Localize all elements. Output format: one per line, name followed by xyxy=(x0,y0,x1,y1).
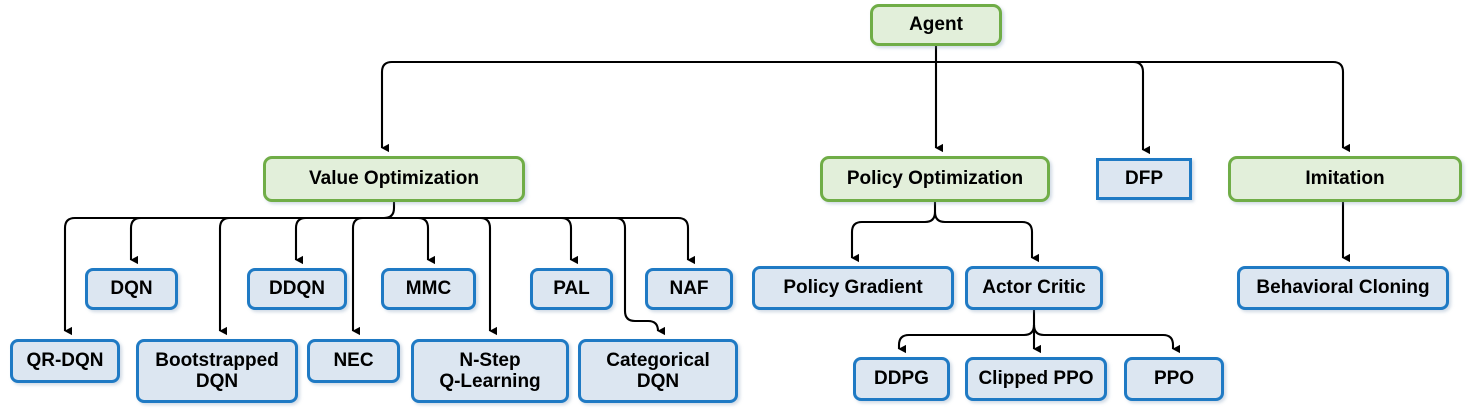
edge-value-dqn xyxy=(129,216,394,265)
node-ddqn[interactable]: DDQN xyxy=(247,268,347,310)
node-naf[interactable]: NAF xyxy=(645,268,733,310)
node-pal[interactable]: PAL xyxy=(530,268,613,310)
node-pal-label: PAL xyxy=(553,278,590,300)
node-imitation[interactable]: Imitation xyxy=(1228,156,1462,202)
edge-value-ddqn xyxy=(294,216,394,265)
node-behavioral-cloning-label: Behavioral Cloning xyxy=(1256,277,1430,299)
node-categorical-dqn-label: Categorical DQN xyxy=(606,349,710,392)
node-behavioral-cloning[interactable]: Behavioral Cloning xyxy=(1237,266,1449,310)
node-nec[interactable]: NEC xyxy=(307,339,400,383)
edge-value-naf xyxy=(394,216,695,265)
node-imitation-label: Imitation xyxy=(1305,168,1385,190)
node-ddpg-label: DDPG xyxy=(874,368,929,390)
node-ppo-label: PPO xyxy=(1153,368,1195,390)
node-dqn[interactable]: DQN xyxy=(85,268,178,310)
node-agent-label: Agent xyxy=(909,14,963,36)
edge-agent-imitation xyxy=(936,60,1350,153)
node-value-optimization[interactable]: Value Optimization xyxy=(263,156,525,202)
node-actor-critic[interactable]: Actor Critic xyxy=(965,266,1103,310)
node-bootstrapped-dqn[interactable]: Bootstrapped DQN xyxy=(136,339,298,403)
node-policy-gradient[interactable]: Policy Gradient xyxy=(752,266,954,310)
node-actor-critic-label: Actor Critic xyxy=(982,277,1086,299)
node-clipped-ppo-label: Clipped PPO xyxy=(978,368,1094,390)
edge-value-mmc xyxy=(394,216,435,265)
edge-value-bus xyxy=(63,202,396,336)
edge-value-pal xyxy=(394,216,578,265)
node-policy-optimization-label: Policy Optimization xyxy=(846,168,1024,190)
node-nec-label: NEC xyxy=(333,350,374,372)
node-ddqn-label: DDQN xyxy=(269,278,325,300)
edge-policy-actor-critic xyxy=(933,211,1039,263)
node-policy-gradient-label: Policy Gradient xyxy=(783,277,923,299)
edge-actorcritic-ppo xyxy=(1032,324,1180,354)
node-n-step-q-learning[interactable]: N-Step Q-Learning xyxy=(411,339,569,403)
node-mmc[interactable]: MMC xyxy=(381,268,476,310)
node-agent[interactable]: Agent xyxy=(870,4,1002,46)
node-dqn-label: DQN xyxy=(110,278,153,300)
node-n-step-q-learning-label: N-Step Q-Learning xyxy=(439,349,541,392)
node-qr-dqn-label: QR-DQN xyxy=(26,350,104,372)
node-dfp-label: DFP xyxy=(1125,168,1163,190)
node-categorical-dqn[interactable]: Categorical DQN xyxy=(578,339,738,403)
edge-actorcritic-ddpg xyxy=(897,324,1036,354)
node-ppo[interactable]: PPO xyxy=(1124,357,1224,401)
node-qr-dqn[interactable]: QR-DQN xyxy=(10,339,120,383)
node-ddpg[interactable]: DDPG xyxy=(853,357,950,401)
node-bootstrapped-dqn-label: Bootstrapped DQN xyxy=(155,349,279,392)
node-dfp[interactable]: DFP xyxy=(1096,158,1192,200)
edge-agent-value-optimization xyxy=(380,60,936,153)
node-clipped-ppo[interactable]: Clipped PPO xyxy=(965,357,1107,401)
node-policy-optimization[interactable]: Policy Optimization xyxy=(820,156,1050,202)
edge-agent-dfp xyxy=(936,60,1150,155)
node-mmc-label: MMC xyxy=(405,278,452,300)
edge-policy-policy-gradient xyxy=(850,211,937,263)
node-value-optimization-label: Value Optimization xyxy=(309,168,479,190)
node-naf-label: NAF xyxy=(669,278,709,300)
